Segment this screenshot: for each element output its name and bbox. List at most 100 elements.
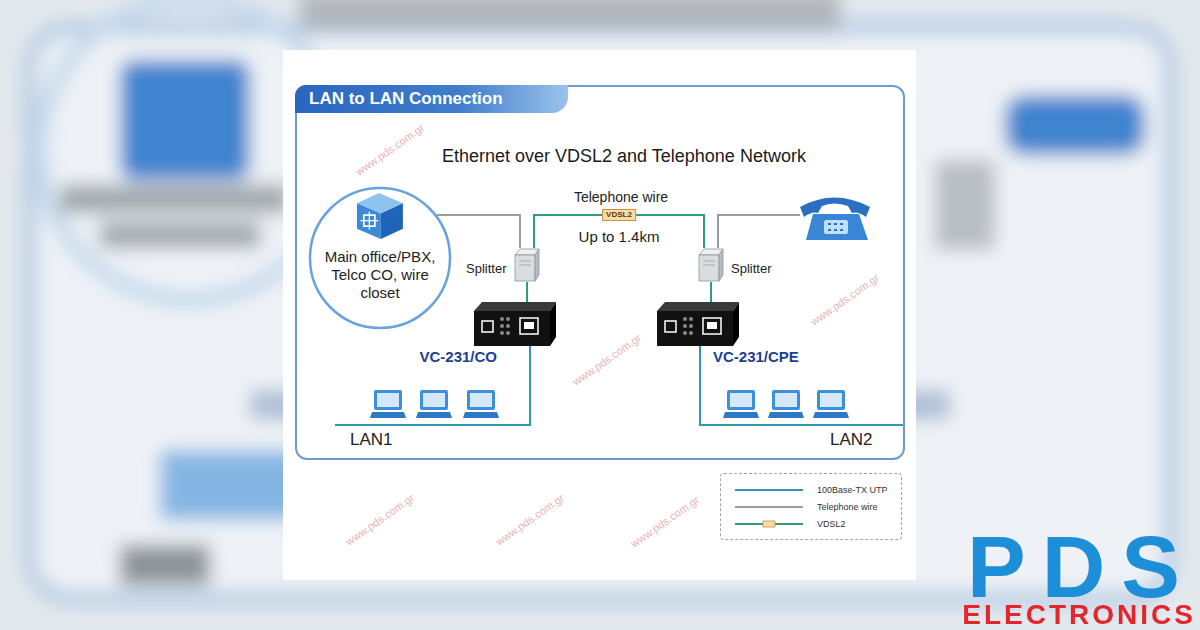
panel-title: LAN to LAN Connection: [309, 85, 550, 113]
legend-row: 100Base-TX UTP: [721, 483, 901, 497]
splitter-front: [515, 255, 535, 281]
splitter-front: [699, 255, 719, 281]
circle-text-block: Main office/PBX, Telco CO, wire closet: [319, 248, 441, 302]
device-front: [657, 311, 733, 346]
cube-left: [357, 203, 381, 239]
logo-text: PDS: [967, 534, 1196, 600]
office-circle: Main office/PBX, Telco CO, wire closet: [308, 186, 452, 330]
status-led: [689, 317, 693, 321]
legend-box: 100Base-TX UTP Telephone wireVDSL2: [720, 473, 902, 540]
phone-base: [806, 214, 868, 240]
blurred-text: [120, 545, 210, 585]
device-label: VC-231/CO: [419, 348, 497, 366]
watermark: www.pds.com.gr: [493, 492, 567, 549]
ethernet-port-inner: [707, 322, 717, 329]
splitter-box: [514, 248, 540, 282]
panel: LAN to LAN ConnectionMain office/PBX, Te…: [295, 85, 905, 460]
device-label-block: VC-231/CPE: [713, 348, 799, 366]
cube-right: [381, 203, 403, 239]
legend-sample: [733, 517, 805, 531]
circle-ring: [310, 188, 450, 328]
legend-row: Telephone wire: [721, 500, 901, 514]
computer-icon: [463, 390, 499, 418]
blurred-phone: [1005, 95, 1145, 155]
ethernet-port: [520, 318, 538, 334]
computer-icon: [813, 390, 849, 418]
splitter-slots: [519, 261, 531, 265]
device-top: [474, 302, 556, 311]
phone-keys: [828, 224, 843, 230]
device-body: [657, 302, 739, 346]
legend-line: [735, 506, 803, 508]
blurred-frame: [30, 28, 1170, 598]
legend-line: [735, 489, 803, 491]
connectors: [436, 215, 711, 302]
converter-device: VC-231/CO: [474, 302, 556, 346]
distance-label: Up to 1.4km: [579, 228, 660, 246]
status-led: [683, 324, 687, 328]
splitter-label-block: Splitter: [731, 261, 771, 276]
status-led: [506, 331, 510, 335]
phone-handset: [800, 198, 870, 218]
phone-port: [665, 321, 676, 332]
blurred-text: [60, 185, 290, 213]
phone-port: [482, 321, 493, 332]
device-front: [474, 311, 550, 346]
lan-cable: [335, 346, 530, 425]
connector-line: [710, 282, 712, 302]
legend-text: 100Base-TX UTP: [817, 483, 888, 497]
status-led: [689, 331, 693, 335]
telephone-wire: [718, 215, 800, 248]
legend-tag: [763, 521, 775, 527]
computer-icon: [723, 390, 759, 418]
computer-icon: [370, 390, 406, 418]
logo-subtext: ELECTRONICS: [962, 603, 1196, 627]
device-side: [733, 302, 739, 346]
device-side: [550, 302, 556, 346]
splitter-side: [719, 249, 723, 281]
watermark: www.pds.com.gr: [570, 332, 644, 389]
splitter-slots: [703, 261, 715, 265]
splitter-node: Splitter: [466, 248, 540, 282]
blurred-heading: [300, 0, 840, 30]
status-led: [683, 317, 687, 321]
connector-line: [526, 282, 528, 302]
legend-text: Telephone wire: [817, 500, 878, 514]
status-led: [500, 317, 504, 321]
lan-cable: [700, 346, 903, 425]
blurred-splitter: [935, 160, 995, 250]
status-led: [500, 324, 504, 328]
status-led: [500, 331, 504, 335]
legend-sample: [733, 483, 805, 497]
blurred-text: [100, 222, 260, 248]
status-led: [506, 317, 510, 321]
splitter-box: [698, 248, 724, 282]
office-label: Main office/PBX, Telco CO, wire closet: [319, 248, 441, 302]
office-cube-icon: [357, 193, 403, 239]
network-symbol: [360, 212, 378, 230]
blurred-cube: [120, 60, 250, 180]
status-led: [506, 324, 510, 328]
legend-row: VDSL2: [721, 517, 901, 531]
computer-icon: [768, 390, 804, 418]
splitter-label-block: Splitter: [466, 261, 506, 276]
phone-keypad: [824, 220, 848, 234]
splitter-label: Splitter: [466, 261, 506, 276]
ethernet-port: [703, 318, 721, 334]
lan-label: LAN1: [350, 430, 393, 450]
device-top: [657, 302, 739, 311]
wire-label: Telephone wire: [574, 189, 668, 206]
status-led: [689, 324, 693, 328]
device-body: [474, 302, 556, 346]
title-tab: LAN to LAN Connection: [295, 85, 568, 113]
diagram-heading: Ethernet over VDSL2 and Telephone Networ…: [442, 146, 806, 166]
splitter-node: Splitter: [698, 248, 772, 282]
splitter-label: Splitter: [731, 261, 771, 276]
device-label: VC-231/CPE: [713, 348, 799, 366]
white-card: [283, 50, 916, 580]
watermark: www.pds.com.gr: [343, 492, 417, 549]
status-led: [683, 331, 687, 335]
ethernet-port-inner: [524, 322, 534, 329]
